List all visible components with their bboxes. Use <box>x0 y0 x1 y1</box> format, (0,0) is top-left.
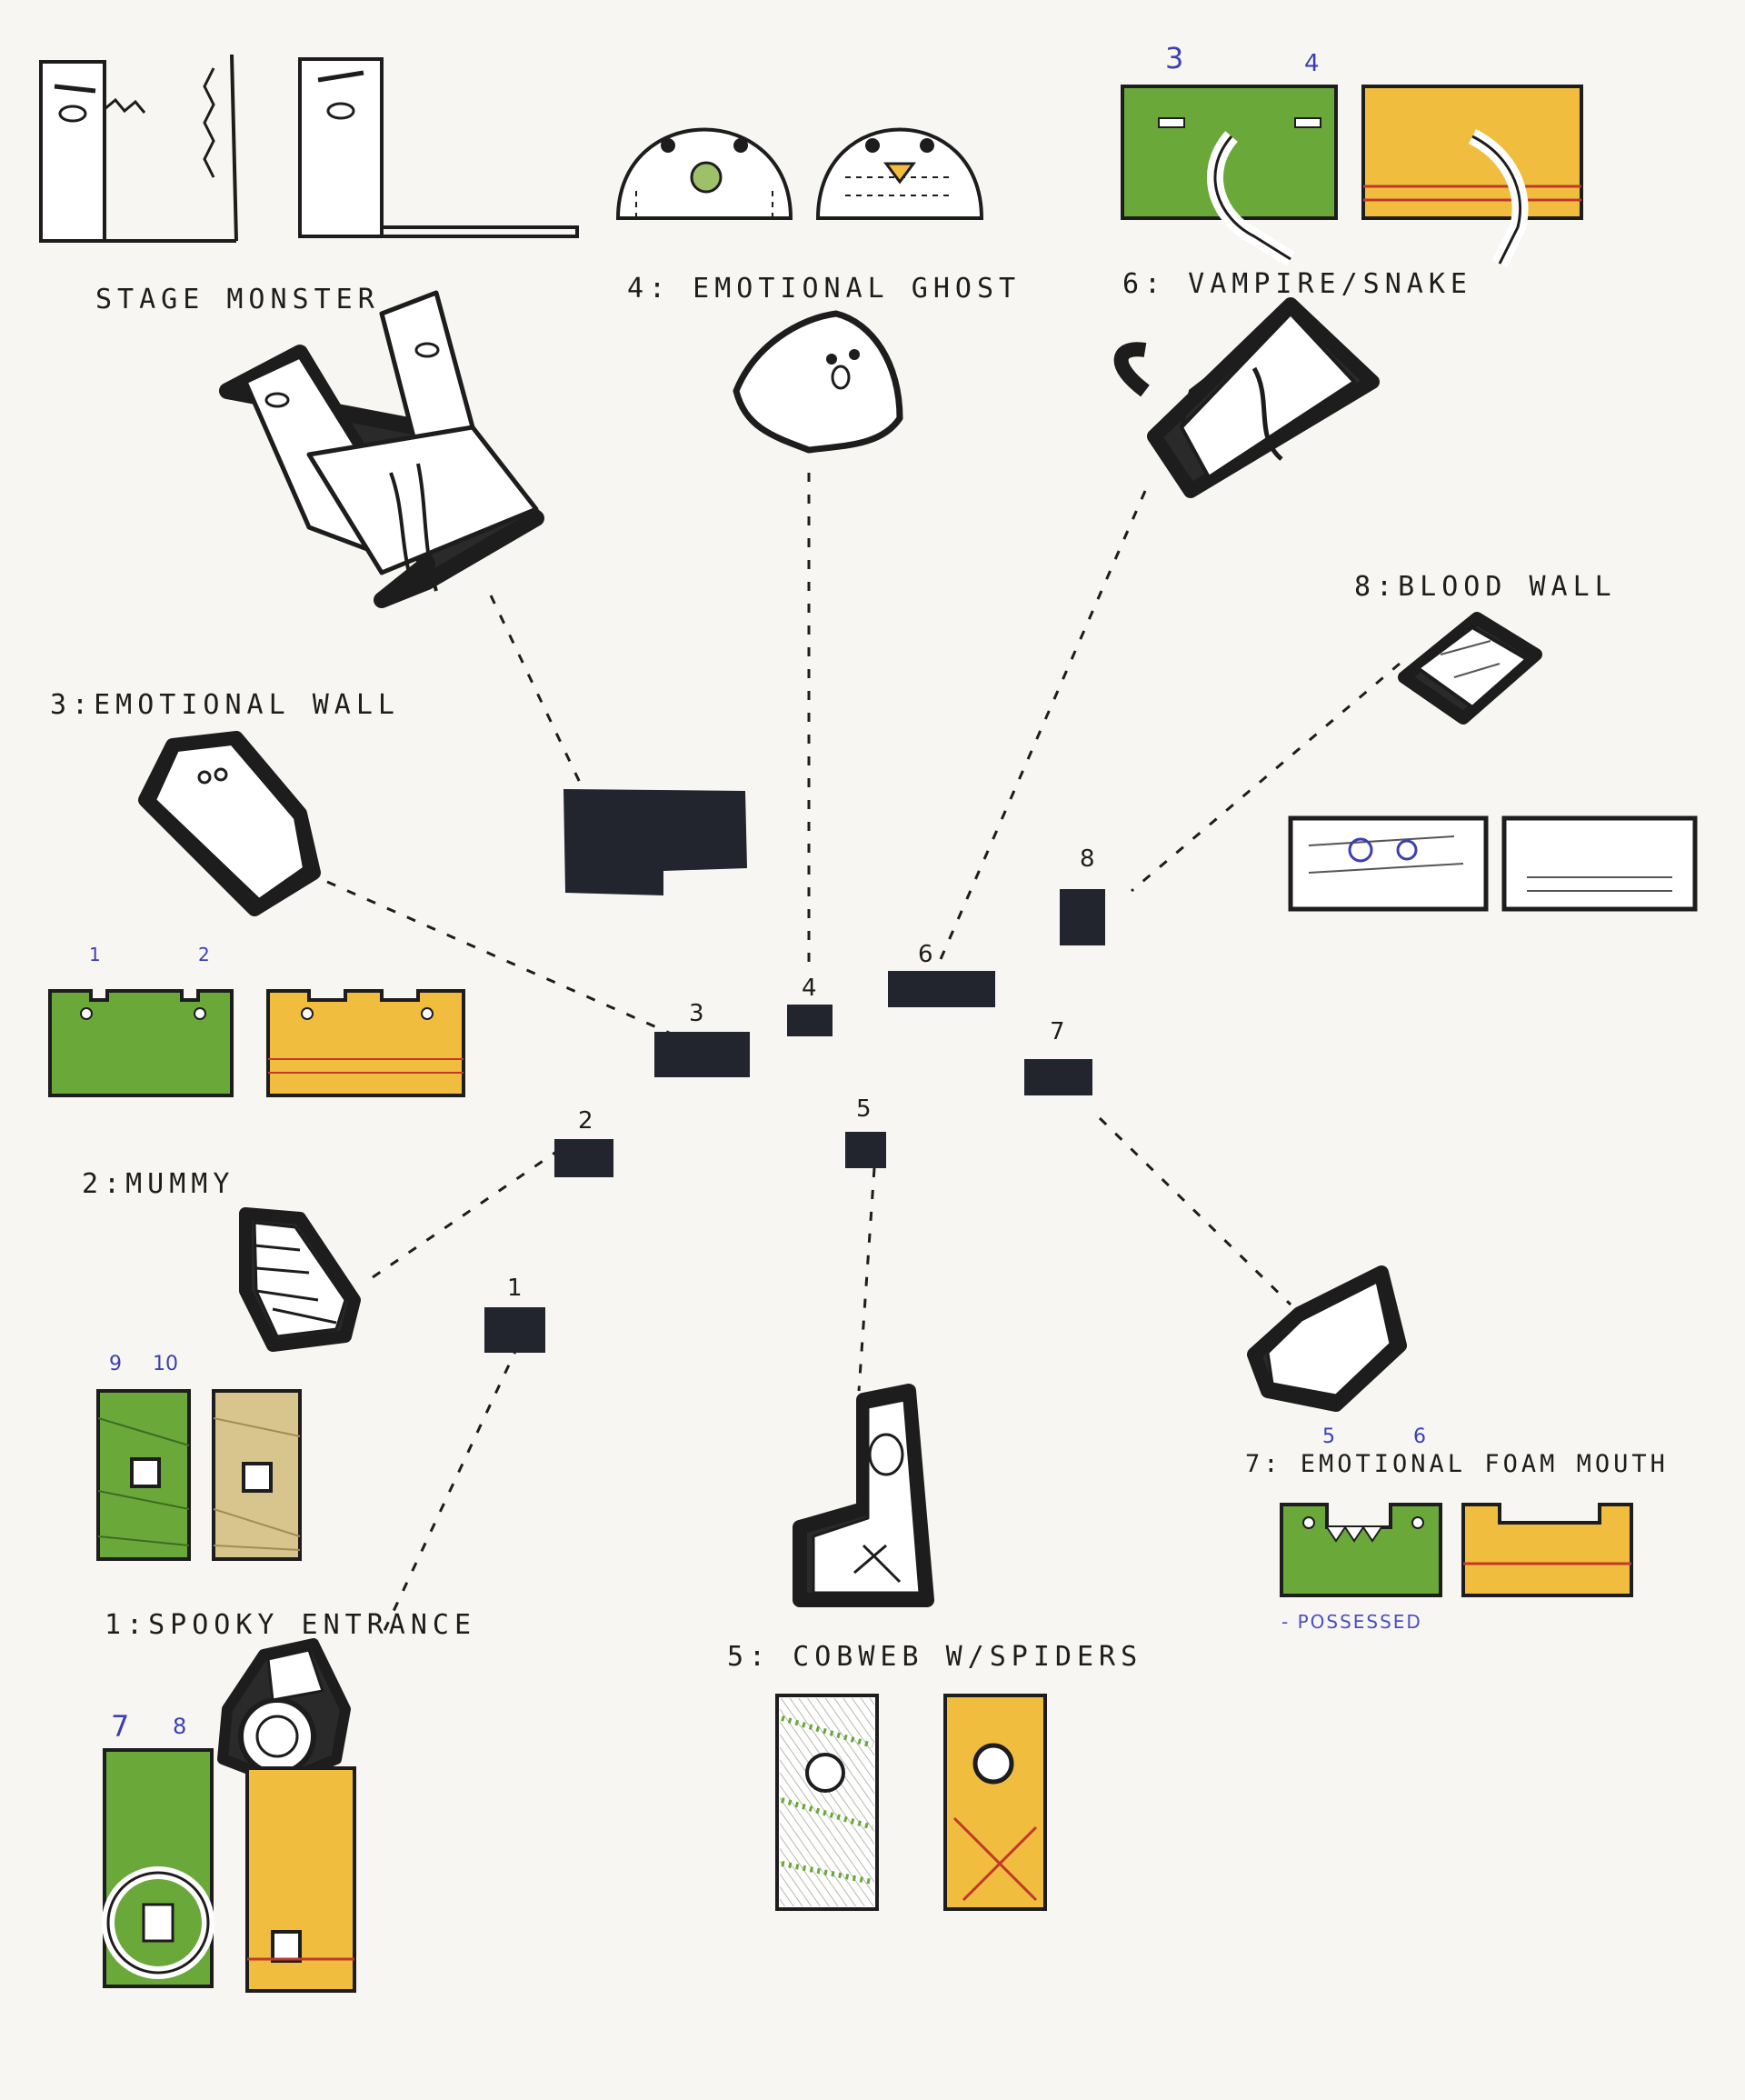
entrance-elevations <box>102 1748 356 1993</box>
plan-number-2: 2 <box>578 1107 593 1135</box>
connector-stage-monster <box>489 595 583 787</box>
plan-number-5: 5 <box>856 1095 872 1123</box>
plan-block-7 <box>1024 1059 1092 1095</box>
swatch-number-wall-a: 1 <box>89 944 101 965</box>
swatch-number-mummy-b: 10 <box>153 1353 178 1375</box>
label-emotional-wall: 3:EMOTIONAL WALL <box>50 689 400 721</box>
mummy-sketch <box>239 1207 361 1352</box>
cobweb-sketch <box>793 1384 934 1607</box>
swatch-number-foam-b: 6 <box>1413 1425 1426 1448</box>
plan-block-2 <box>554 1139 613 1177</box>
label-blood-wall: 8:BLOOD WALL <box>1354 571 1617 603</box>
mummy-elevations <box>96 1389 302 1561</box>
label-stage-monster: STAGE MONSTER <box>95 284 380 315</box>
foam-mouth-sketch <box>1247 1265 1407 1412</box>
vampire-elevations <box>1121 85 1583 268</box>
ghost-sketch <box>733 310 903 454</box>
plan-block-5 <box>845 1132 886 1168</box>
foam-mouth-elevations <box>1280 1503 1633 1597</box>
swatch-number-mummy-a: 9 <box>109 1353 122 1375</box>
plan-number-6: 6 <box>918 941 933 968</box>
stage-block <box>563 789 747 895</box>
entrance-sketch <box>217 1638 351 1787</box>
plan-number-8: 8 <box>1080 845 1095 873</box>
label-cobweb: 5: COBWEB W/SPIDERS <box>727 1641 1143 1673</box>
plan-block-3 <box>654 1032 750 1077</box>
label-foam-mouth: 7: EMOTIONAL FOAM MOUTH <box>1245 1450 1669 1478</box>
swatch-number-foam-a: 5 <box>1322 1425 1335 1448</box>
label-mummy: 2:MUMMY <box>82 1168 235 1200</box>
plan-block-6 <box>888 971 995 1007</box>
blood-wall-elevations <box>1288 815 1698 912</box>
swatch-number-entrance-a: 7 <box>111 1709 130 1744</box>
cobweb-elevations <box>775 1694 1047 1911</box>
swatch-number-vampire-b: 4 <box>1304 50 1320 77</box>
blood-wall-sketch <box>1398 612 1542 725</box>
plan-number-1: 1 <box>507 1275 523 1302</box>
label-spooky-entrance: 1:SPOOKY ENTRANCE <box>105 1609 477 1641</box>
connector-entrance <box>380 1345 520 1637</box>
label-possessed: - POSSESSED <box>1281 1611 1422 1633</box>
swatch-number-vampire-a: 3 <box>1165 41 1184 75</box>
plan-block-4 <box>787 1005 833 1036</box>
connector-cobweb <box>857 1167 876 1392</box>
plan-block-1 <box>484 1307 545 1353</box>
dashed-connectors <box>326 473 1401 1637</box>
ghost-elevations <box>615 127 984 220</box>
label-ghost: 4: EMOTIONAL GHOST <box>627 273 1022 305</box>
plan-block-8 <box>1060 889 1105 945</box>
connector-mummy <box>372 1148 560 1279</box>
plan-number-7: 7 <box>1050 1018 1065 1045</box>
vampire-sketch <box>1113 297 1380 498</box>
label-vampire: 6: VAMPIRE/SNAKE <box>1122 268 1472 300</box>
emotional-wall-sketch <box>138 731 321 916</box>
plan-number-4: 4 <box>802 975 817 1002</box>
stage-monster-elevations <box>39 54 579 243</box>
plan-number-3: 3 <box>689 1000 704 1027</box>
swatch-number-wall-b: 2 <box>198 944 210 965</box>
connector-blood-wall <box>1131 662 1401 893</box>
connector-foam <box>1098 1116 1292 1306</box>
swatch-number-entrance-b: 8 <box>173 1714 187 1739</box>
floor-plan-blocks <box>484 789 1105 1353</box>
emotional-wall-elevations <box>48 989 465 1097</box>
connector-vampire <box>939 490 1147 960</box>
stage-monster-sketch <box>219 290 544 608</box>
